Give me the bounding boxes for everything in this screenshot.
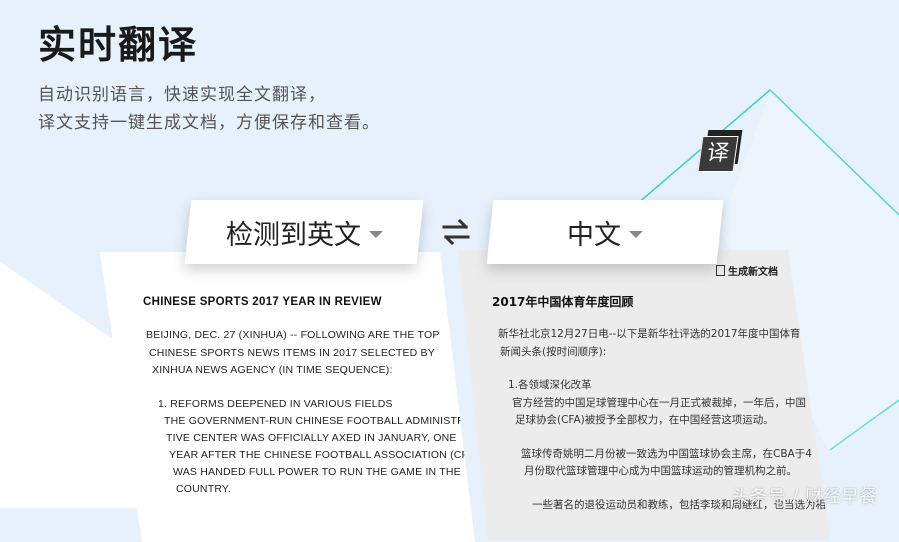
source-doc-line: 1. REFORMS DEEPENED IN VARIOUS FIELDS (158, 398, 393, 410)
chevron-down-icon (368, 230, 383, 238)
page-title: 实时翻译 (38, 23, 199, 67)
translated-doc-title: 2017年中国体育年度回顾 (492, 295, 634, 309)
description-line-2: 译文支持一键生成文档，方便保存和查看。 (38, 113, 380, 133)
watermark: 头条号 / 财经早餐 (732, 487, 878, 507)
translated-doc-line: 新闻头条(按时间顺序): (500, 346, 607, 358)
source-doc-line: TIVE CENTER WAS OFFICIALLY AXED IN JANUA… (166, 432, 457, 444)
translate-badge-char: 译 (697, 136, 739, 172)
source-doc-line: XINHUA NEWS AGENCY (IN TIME SEQUENCE): (152, 364, 393, 376)
translated-document: 生成新文档 2017年中国体育年度回顾 新华社北京12月27日电--以下是新华社… (458, 250, 830, 540)
decorative-diamond (629, 88, 899, 451)
source-language-dropdown[interactable]: 检测到英文 (184, 200, 424, 264)
translated-doc-line: 足球协会(CFA)被授予全部权力，在中国经营这项运动。 (515, 414, 774, 426)
source-doc-title: CHINESE SPORTS 2017 YEAR IN REVIEW (143, 296, 382, 308)
document-icon (716, 265, 725, 276)
target-language-label: 中文 (567, 219, 621, 251)
source-doc-line: COUNTRY. (176, 483, 231, 495)
translated-doc-line: 篮球传奇姚明二月份被一致选为中国篮球协会主席，在CBA于4 (521, 448, 812, 460)
source-doc-line: CHINESE SPORTS NEWS ITEMS IN 2017 SELECT… (149, 347, 435, 359)
source-doc-line: THE GOVERNMENT-RUN CHINESE FOOTBALL ADMI… (164, 415, 475, 427)
translated-doc-line: 1.各领域深化改革 (508, 379, 592, 391)
translated-doc-line: 新华社北京12月27日电--以下是新华社评选的2017年度中国体育 (498, 328, 801, 340)
translated-doc-line: 月份取代篮球管理中心成为中国篮球运动的管理机构之前。 (524, 465, 797, 477)
source-doc-line: WAS HANDED FULL POWER TO RUN THE GAME IN… (173, 466, 461, 478)
target-language-dropdown[interactable]: 中文 (486, 200, 724, 264)
translated-doc-line: 官方经营的中国足球管理中心在一月正式被裁掉，一年后，中国 (512, 397, 806, 409)
generate-document-button[interactable]: 生成新文档 (716, 263, 778, 278)
swap-languages-icon[interactable] (440, 218, 472, 246)
source-doc-line: BEIJING, DEC. 27 (XINHUA) -- FOLLOWING A… (146, 329, 440, 341)
source-document: CHINESE SPORTS 2017 YEAR IN REVIEW BEIJI… (100, 252, 475, 542)
translate-badge-icon: 译 (697, 130, 743, 172)
description-line-1: 自动识别语言，快速实现全文翻译， (38, 85, 326, 105)
source-doc-line: YEAR AFTER THE CHINESE FOOTBALL ASSOCIAT… (169, 449, 475, 461)
source-language-label: 检测到英文 (225, 219, 361, 251)
chevron-down-icon (629, 230, 643, 238)
generate-document-label: 生成新文档 (728, 267, 778, 278)
